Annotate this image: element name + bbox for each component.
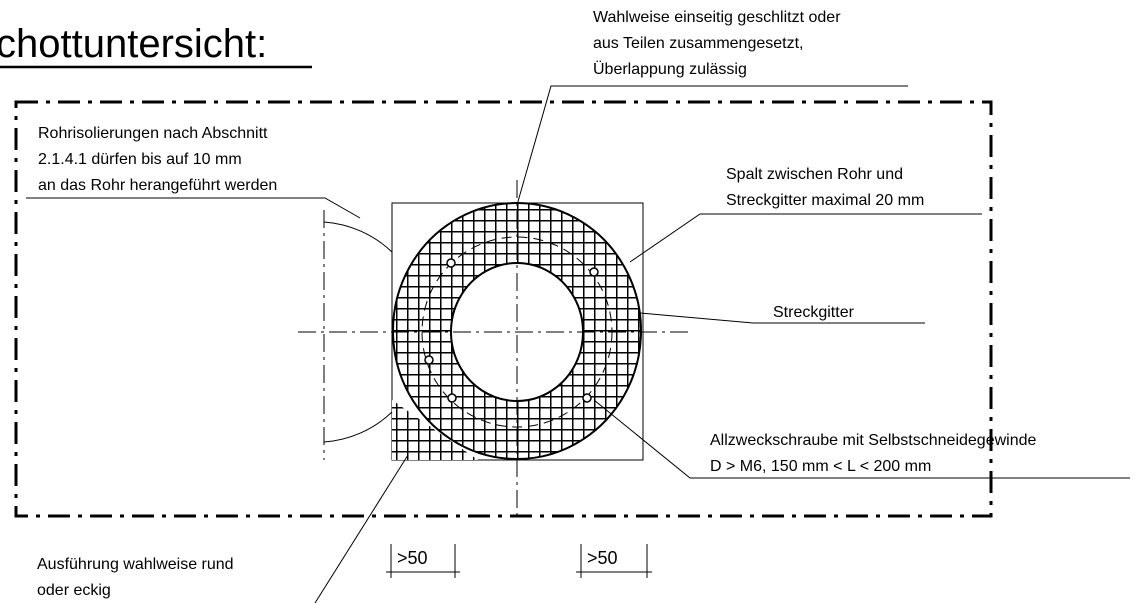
leader-gap [629, 213, 982, 263]
svg-text:2.1.4.1 dürfen bis auf 10 mm: 2.1.4.1 dürfen bis auf 10 mm [38, 151, 242, 168]
leader-slotted [516, 85, 908, 206]
leader-shape [314, 454, 409, 603]
svg-text:Spalt zwischen Rohr und: Spalt zwischen Rohr und [726, 166, 903, 183]
label-slotted: Wahlweise einseitig geschlitzt oder aus … [593, 9, 841, 78]
svg-text:aus Teilen zusammengesetzt,: aus Teilen zusammengesetzt, [593, 35, 803, 52]
screw-marker [447, 393, 457, 403]
leader-mesh [639, 312, 925, 324]
label-shape: Ausführung wahlweise rund oder eckig [37, 556, 234, 599]
svg-text:>50: >50 [397, 548, 428, 568]
screw-marker [582, 393, 592, 403]
svg-text:Wahlweise einseitig geschlitzt: Wahlweise einseitig geschlitzt oder [593, 9, 841, 26]
svg-text:an das Rohr herangeführt werde: an das Rohr herangeführt werden [38, 177, 277, 194]
svg-text:Rohrisolierungen nach Abschnit: Rohrisolierungen nach Abschnitt [38, 125, 268, 142]
label-gap: Spalt zwischen Rohr und Streckgitter max… [726, 166, 924, 209]
round-option-arc-bottom [323, 411, 393, 443]
label-mesh: Streckgitter [773, 304, 855, 321]
round-option-arc-top [323, 221, 393, 253]
label-screw: Allzweckschraube mit Selbstschneidegewin… [710, 432, 1036, 475]
dimension-left: >50 [386, 544, 460, 578]
svg-text:D > M6, 150 mm < L < 200 mm: D > M6, 150 mm < L < 200 mm [710, 458, 931, 475]
leader-insulation [26, 197, 361, 219]
screw-marker [446, 258, 456, 268]
svg-text:Allzweckschraube mit Selbstsch: Allzweckschraube mit Selbstschneidegewin… [710, 432, 1036, 449]
svg-text:Überlappung zulässig: Überlappung zulässig [593, 60, 747, 78]
svg-text:Ausführung wahlweise rund: Ausführung wahlweise rund [37, 556, 234, 573]
svg-text:oder eckig: oder eckig [37, 582, 111, 599]
screw-markers [424, 258, 599, 403]
svg-text:>50: >50 [587, 548, 618, 568]
bulkhead-outline [14, 100, 993, 518]
page-title: chottuntersicht: [0, 22, 267, 66]
leader-screw [593, 399, 1130, 479]
svg-text:Streckgitter maximal 20 mm: Streckgitter maximal 20 mm [726, 192, 924, 209]
dimension-right: >50 [576, 544, 652, 578]
label-insulation: Rohrisolierungen nach Abschnitt 2.1.4.1 … [38, 125, 277, 194]
screw-marker [589, 267, 599, 277]
screw-marker [424, 355, 434, 365]
